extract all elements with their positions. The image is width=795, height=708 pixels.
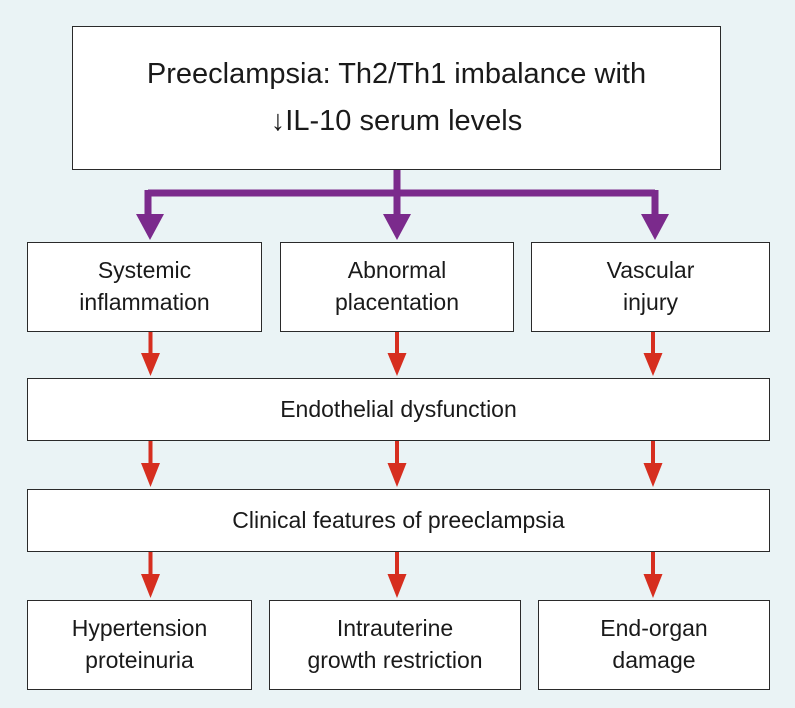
purple-arrow-center-shaft (393, 190, 401, 216)
preeclampsia-title-box: Preeclampsia: Th2/Th1 imbalance with ↓IL… (72, 26, 721, 170)
red-arrow-head (387, 353, 407, 376)
red-arrow-shaft (651, 441, 655, 466)
endothelial-dysfunction-label: Endothelial dysfunction (280, 396, 517, 422)
red-arrow-shaft (395, 552, 399, 577)
box-line-1: Abnormal (347, 257, 447, 284)
clinical-features-label: Clinical features of preeclampsia (232, 507, 565, 533)
red-arrow-shaft (148, 332, 153, 356)
red-arrow-shaft (651, 332, 655, 356)
box-line-2: placentation (334, 289, 460, 315)
red-arrow-shaft (395, 332, 399, 356)
red-arrow-head (387, 574, 407, 598)
systemic-inflammation-box: Systemic inflammation (27, 242, 262, 332)
endothelial-dysfunction-box: Endothelial dysfunction (27, 378, 770, 441)
title-line-1: Preeclampsia: Th2/Th1 imbalance with (146, 58, 647, 91)
red-arrow-head (387, 463, 407, 487)
red-arrow-shaft (651, 552, 655, 577)
box-line-1: End-organ (600, 615, 708, 642)
box-line-1: Hypertension (71, 615, 208, 642)
purple-arrow-right-shaft (651, 190, 659, 216)
box-line-1: Systemic (97, 257, 192, 284)
end-organ-damage-box: End-organ damage (538, 600, 770, 690)
box-line-1: Vascular (606, 257, 695, 284)
red-arrow-shaft (395, 441, 399, 466)
box-line-2: inflammation (79, 289, 210, 315)
clinical-features-box: Clinical features of preeclampsia (27, 489, 770, 552)
red-arrow-head (643, 463, 663, 487)
red-arrow-head (141, 574, 160, 598)
purple-arrow-center-head (383, 214, 411, 240)
purple-arrow-left-shaft (144, 190, 152, 216)
red-arrow-head (643, 353, 663, 376)
purple-arrow-right-head (641, 214, 669, 240)
box-line-2: damage (612, 647, 696, 673)
red-arrow-head (141, 463, 160, 487)
box-line-2: growth restriction (307, 647, 483, 673)
intrauterine-growth-restriction-box: Intrauterine growth restriction (269, 600, 521, 690)
purple-branch-connector (148, 170, 655, 197)
abnormal-placentation-box: Abnormal placentation (280, 242, 514, 332)
box-line-1: Intrauterine (336, 615, 454, 642)
hypertension-proteinuria-box: Hypertension proteinuria (27, 600, 252, 690)
red-arrow-head (141, 353, 160, 376)
red-arrow-shaft (148, 441, 153, 466)
box-line-2: proteinuria (85, 647, 194, 673)
red-arrow-head (643, 574, 663, 598)
vascular-injury-box: Vascular injury (531, 242, 770, 332)
purple-arrow-left-head (136, 214, 164, 240)
red-arrow-shaft (148, 552, 153, 577)
box-line-2: injury (623, 289, 678, 315)
title-line-2: ↓IL-10 serum levels (270, 105, 523, 137)
